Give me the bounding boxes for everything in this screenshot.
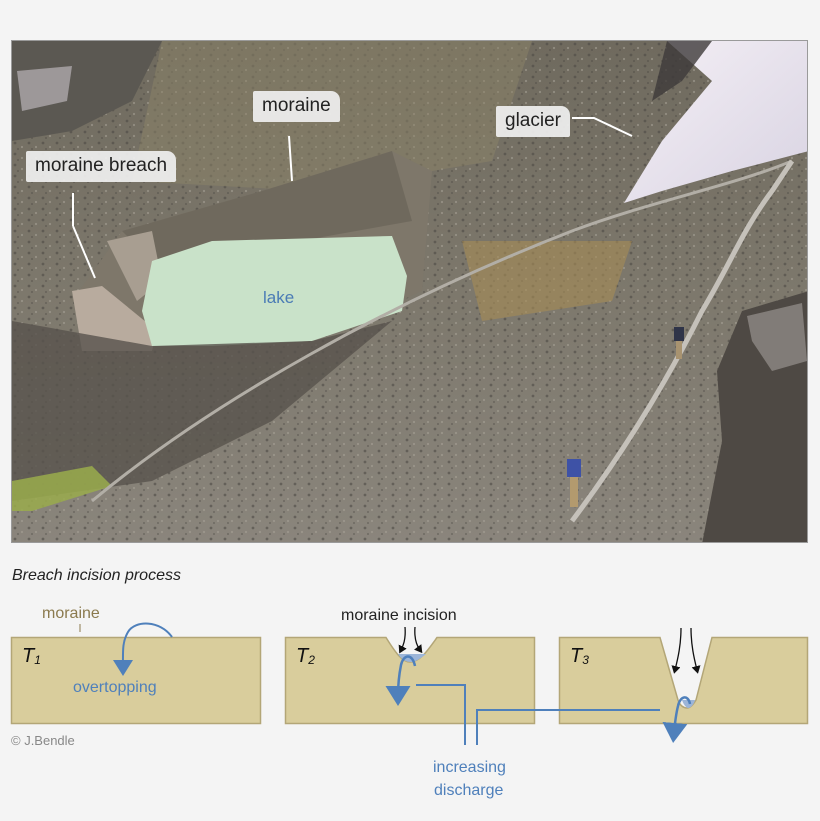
lake-label: lake [263, 288, 295, 307]
hiker-1 [567, 459, 581, 507]
callout-glacier: glacier [496, 106, 570, 137]
incision-flow-arrow-t3 [662, 696, 692, 743]
overtopping-arrow [112, 622, 173, 676]
time-label-t3: T3 [570, 645, 589, 667]
callout-moraine: moraine [253, 91, 340, 122]
moraine-diagram-label: moraine [42, 605, 100, 622]
moraine-breach-label: moraine breach [35, 155, 168, 176]
callout-moraine-breach: moraine breach [26, 151, 177, 182]
moraine-incision-label: moraine incision [341, 607, 457, 624]
incision-flow-arrow-t2 [385, 655, 417, 706]
landscape-photo: moraine moraine breach glacier lake [11, 40, 808, 543]
copyright-credit: © J.Bendle [11, 733, 75, 748]
glacier-label: glacier [505, 110, 561, 131]
time-label-t1: T1 [22, 645, 41, 667]
hiker-2 [674, 327, 684, 359]
breach-diagram [10, 622, 809, 745]
overtopping-label: overtopping [73, 679, 157, 696]
moraine-block-t1 [10, 636, 262, 725]
photo-illustration [12, 41, 807, 542]
discharge-label-line1: increasing [433, 759, 506, 776]
moraine-label: moraine [262, 95, 331, 116]
discharge-label-line2: discharge [434, 782, 504, 799]
diagram-title: Breach incision process [12, 567, 181, 584]
time-label-t2: T2 [296, 645, 315, 667]
